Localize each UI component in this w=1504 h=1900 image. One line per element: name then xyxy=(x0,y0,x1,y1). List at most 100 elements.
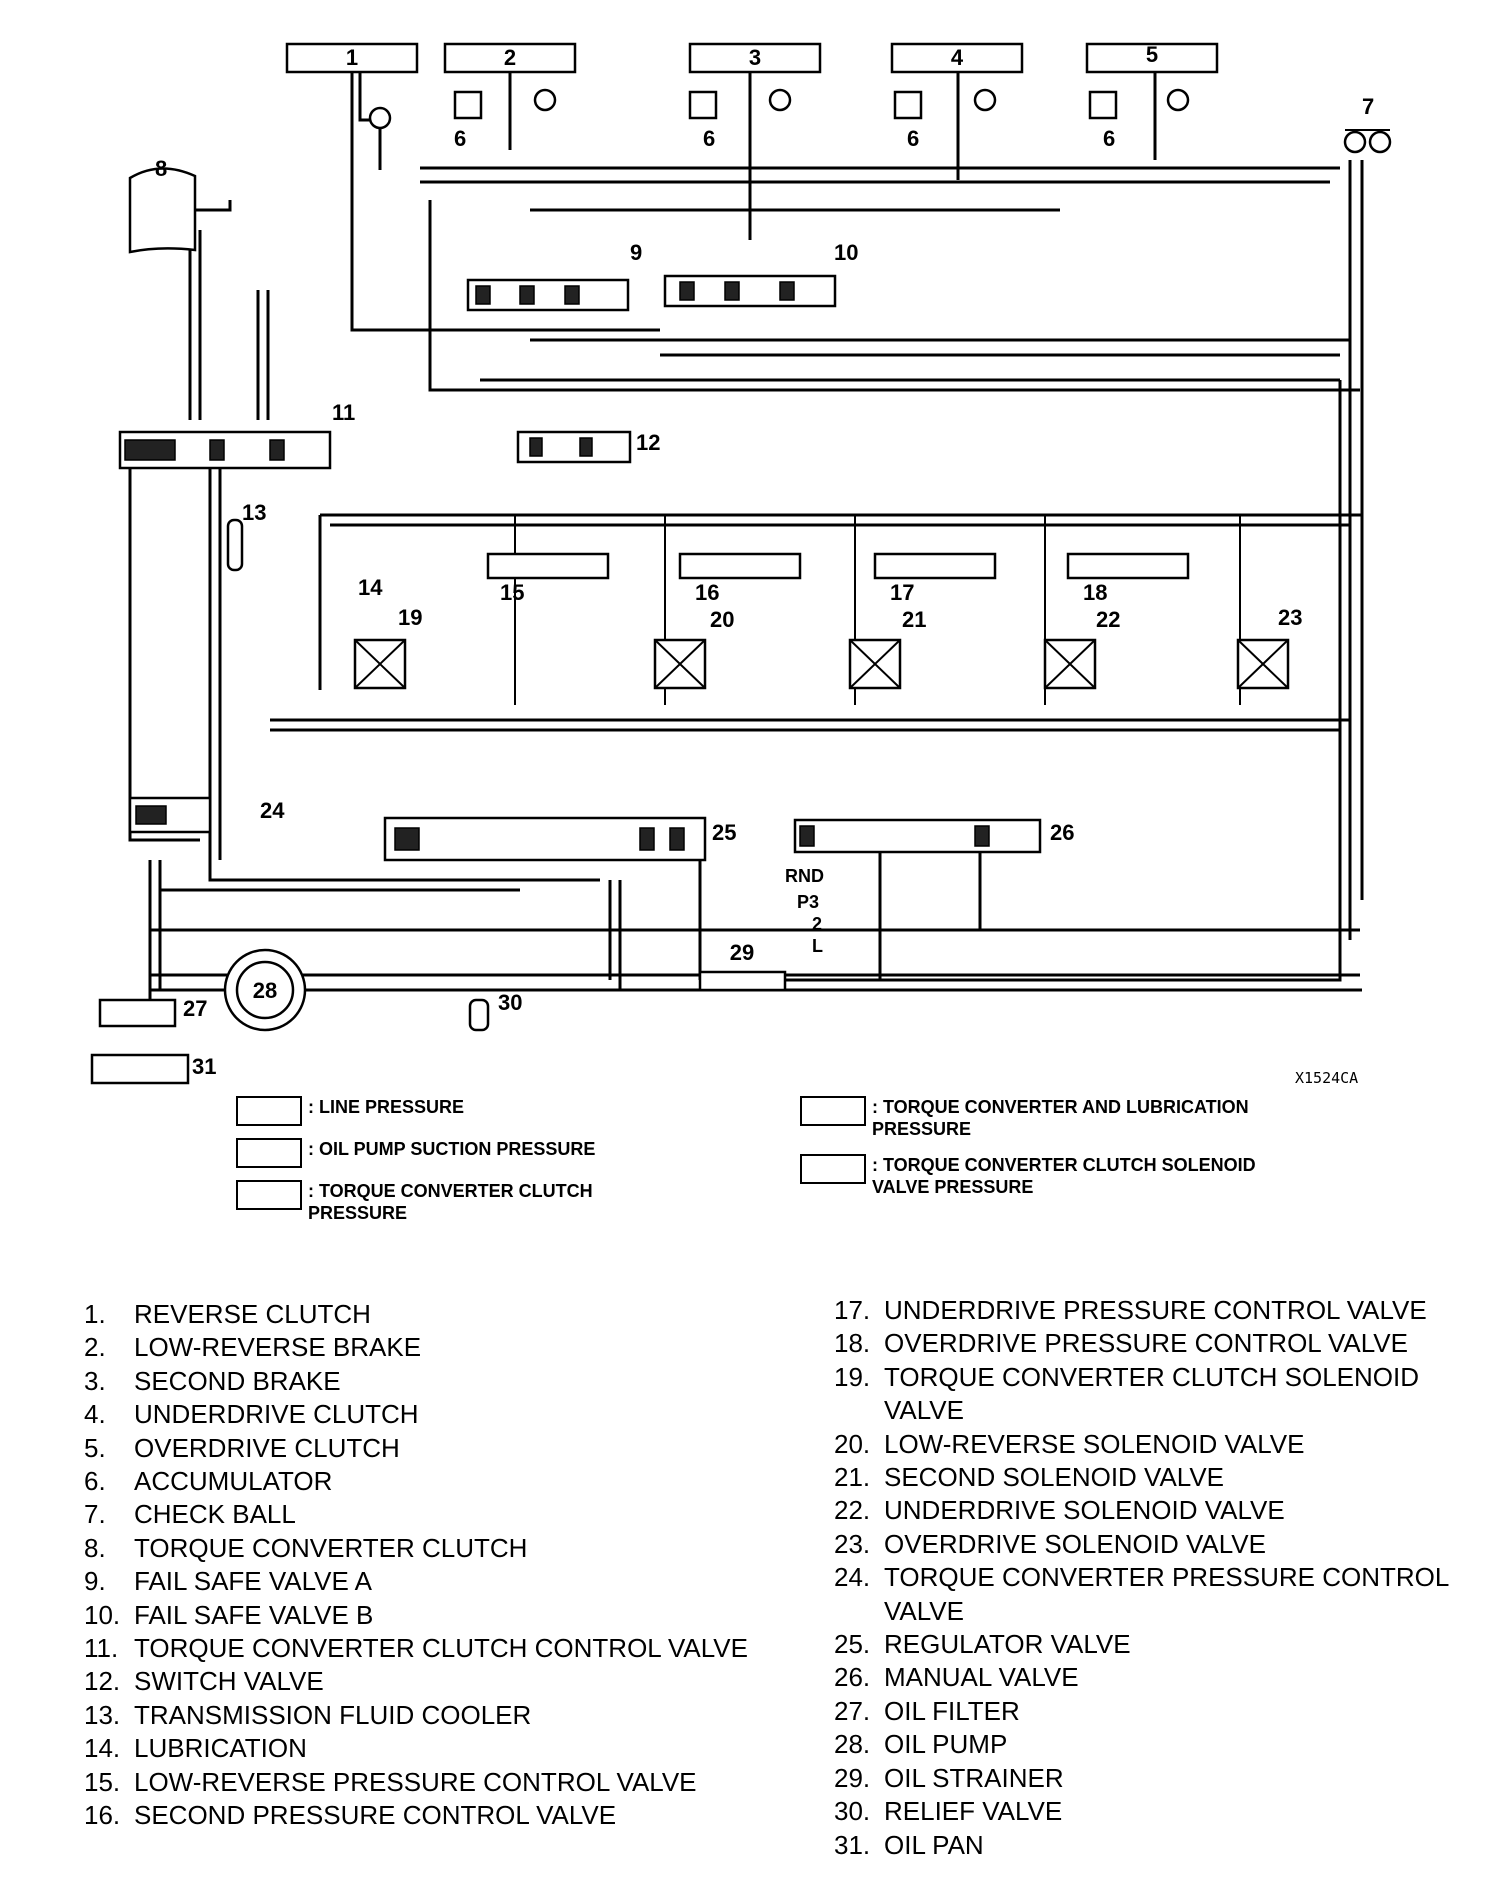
part-list-item: 26.MANUAL VALVE xyxy=(834,1661,1474,1694)
figure-code: X1524CA xyxy=(1295,1069,1358,1087)
callout-27: 27 xyxy=(183,996,207,1021)
part-name: LOW-REVERSE SOLENOID VALVE xyxy=(884,1428,1305,1459)
legend-swatch xyxy=(236,1180,302,1210)
part-name: REGULATOR VALVE xyxy=(884,1629,1131,1660)
part-number: 21. xyxy=(834,1462,871,1493)
part-name: SECOND BRAKE xyxy=(134,1365,341,1396)
part-name: RELIEF VALVE xyxy=(884,1796,1063,1827)
part-name: SWITCH VALVE xyxy=(134,1666,324,1697)
part-number: 20. xyxy=(834,1428,871,1459)
callout-2: 2 xyxy=(504,45,516,70)
fail-safe-valve-b xyxy=(663,274,837,308)
legend-text: : LINE PRESSURE xyxy=(308,1097,465,1117)
part-list-item: 31.OIL PAN xyxy=(834,1829,1474,1862)
legend-swatch xyxy=(236,1096,302,1126)
accumulators xyxy=(368,88,1190,130)
callout-6: 6 xyxy=(454,126,466,151)
shift-position-2: 2 xyxy=(812,914,822,934)
part-list-item: 17. UNDERDRIVE PRESSURE CONTROL VALVE xyxy=(834,1294,1474,1327)
part-number: 18. xyxy=(834,1328,871,1359)
part-number: 2. xyxy=(84,1332,106,1363)
callout-23: 23 xyxy=(1278,605,1302,630)
callout-6: 6 xyxy=(1103,126,1115,151)
oil-pan xyxy=(90,1053,190,1085)
part-list-item: 15.LOW-REVERSE PRESSURE CONTROL VALVE xyxy=(84,1766,764,1799)
part-number: 6. xyxy=(84,1466,106,1497)
part-list-item: 5. OVERDRIVE CLUTCH xyxy=(84,1432,764,1465)
part-number: 27. xyxy=(834,1695,871,1726)
part-list-item: 30.RELIEF VALVE xyxy=(834,1795,1474,1828)
part-list-item: 14.LUBRICATION xyxy=(84,1732,764,1765)
part-list-item: 21.SECOND SOLENOID VALVE xyxy=(834,1461,1474,1494)
orifice-icon xyxy=(368,106,392,130)
legend-swatch xyxy=(800,1096,866,1126)
callout-17: 17 xyxy=(890,580,914,605)
callout-31: 31 xyxy=(192,1054,216,1079)
part-number: 7. xyxy=(84,1499,106,1530)
part-list-item: 11.TORQUE CONVERTER CLUTCH CONTROL VALVE xyxy=(84,1632,764,1665)
part-name: OIL FILTER xyxy=(884,1695,1020,1726)
part-list-item: 10.FAIL SAFE VALVE B xyxy=(84,1599,764,1632)
legend-item: : TORQUE CONVERTER CLUTCH SOLENOID VALVE… xyxy=(800,1154,1292,1198)
callout-28: 28 xyxy=(253,978,277,1003)
shift-position-rnd: RND xyxy=(785,866,824,886)
underdrive-clutch-box xyxy=(890,42,1024,74)
part-number: 25. xyxy=(834,1629,871,1660)
shift-position-l: L xyxy=(812,936,823,956)
accumulator-icon xyxy=(453,88,557,120)
part-list-item: 22.UNDERDRIVE SOLENOID VALVE xyxy=(834,1494,1474,1527)
part-name: TORQUE CONVERTER CLUTCH xyxy=(134,1532,528,1563)
callout-1: 1 xyxy=(346,45,358,70)
callout-22: 22 xyxy=(1096,607,1120,632)
part-number: 3. xyxy=(84,1365,106,1396)
callout-8: 8 xyxy=(155,156,167,181)
part-number: 17. xyxy=(834,1295,871,1325)
part-number: 23. xyxy=(834,1528,871,1559)
part-list-item: 4.UNDERDRIVE CLUTCH xyxy=(84,1398,764,1431)
part-number: 14. xyxy=(84,1733,121,1764)
part-name: TORQUE CONVERTER CLUTCH CONTROL VALVE xyxy=(134,1633,748,1664)
callout-30: 30 xyxy=(498,990,522,1015)
legend-text: : TORQUE CONVERTER CLUTCH SOLENOID VALVE… xyxy=(872,1155,1256,1197)
underdrive-pressure-control-valve xyxy=(873,552,997,580)
legend-item: : TORQUE CONVERTER CLUTCH PRESSURE xyxy=(236,1180,628,1224)
overdrive-clutch-box xyxy=(1085,42,1219,74)
callout-15: 15 xyxy=(500,580,524,605)
part-name: SECOND PRESSURE CONTROL VALVE xyxy=(134,1800,617,1831)
part-name: OVERDRIVE SOLENOID VALVE xyxy=(884,1528,1266,1559)
callout-18: 18 xyxy=(1083,580,1107,605)
part-list-item: 18.OVERDRIVE PRESSURE CONTROL VALVE xyxy=(834,1327,1474,1360)
part-name: REVERSE CLUTCH xyxy=(134,1299,371,1329)
callout-5: 5 xyxy=(1146,42,1158,67)
relief-valve xyxy=(468,998,490,1032)
transmission-fluid-cooler xyxy=(226,518,244,572)
part-number: 26. xyxy=(834,1662,871,1693)
callout-7: 7 xyxy=(1362,94,1374,119)
fail-safe-valve-a xyxy=(466,278,630,312)
part-list-item: 20. LOW-REVERSE SOLENOID VALVE xyxy=(834,1428,1474,1461)
part-name: ACCUMULATOR xyxy=(134,1466,333,1497)
callout-10: 10 xyxy=(834,240,858,265)
callout-11: 11 xyxy=(332,400,355,425)
accumulator-icon xyxy=(893,88,997,120)
part-number: 15. xyxy=(84,1766,121,1797)
part-name: UNDERDRIVE SOLENOID VALVE xyxy=(884,1495,1285,1526)
part-list-item: 16.SECOND PRESSURE CONTROL VALVE xyxy=(84,1799,764,1832)
part-list-item: 19.TORQUE CONVERTER CLUTCH SOLENOID VALV… xyxy=(834,1361,1474,1428)
callout-13: 13 xyxy=(242,500,266,525)
part-name: UNDERDRIVE CLUTCH xyxy=(134,1399,419,1430)
part-list-item: 28.OIL PUMP xyxy=(834,1728,1474,1761)
hydraulic-lines xyxy=(128,72,1364,1000)
part-name: UNDERDRIVE PRESSURE CONTROL VALVE xyxy=(884,1295,1427,1325)
part-list-item: 29.OIL STRAINER xyxy=(834,1762,1474,1795)
part-name: OVERDRIVE CLUTCH xyxy=(134,1432,400,1463)
legend-item: : LINE PRESSURE xyxy=(236,1096,728,1126)
part-number: 5. xyxy=(84,1432,106,1463)
part-name: CHECK BALL xyxy=(134,1499,296,1530)
part-list-item: 3. SECOND BRAKE xyxy=(84,1365,764,1398)
callouts: 1 2 3 4 5 6 6 6 6 7 8 9 10 11 12 13 14 1… xyxy=(155,42,1374,1087)
callout-16: 16 xyxy=(695,580,719,605)
part-name: LOW-REVERSE BRAKE xyxy=(134,1332,422,1363)
part-list-item: 23. OVERDRIVE SOLENOID VALVE xyxy=(834,1528,1474,1561)
